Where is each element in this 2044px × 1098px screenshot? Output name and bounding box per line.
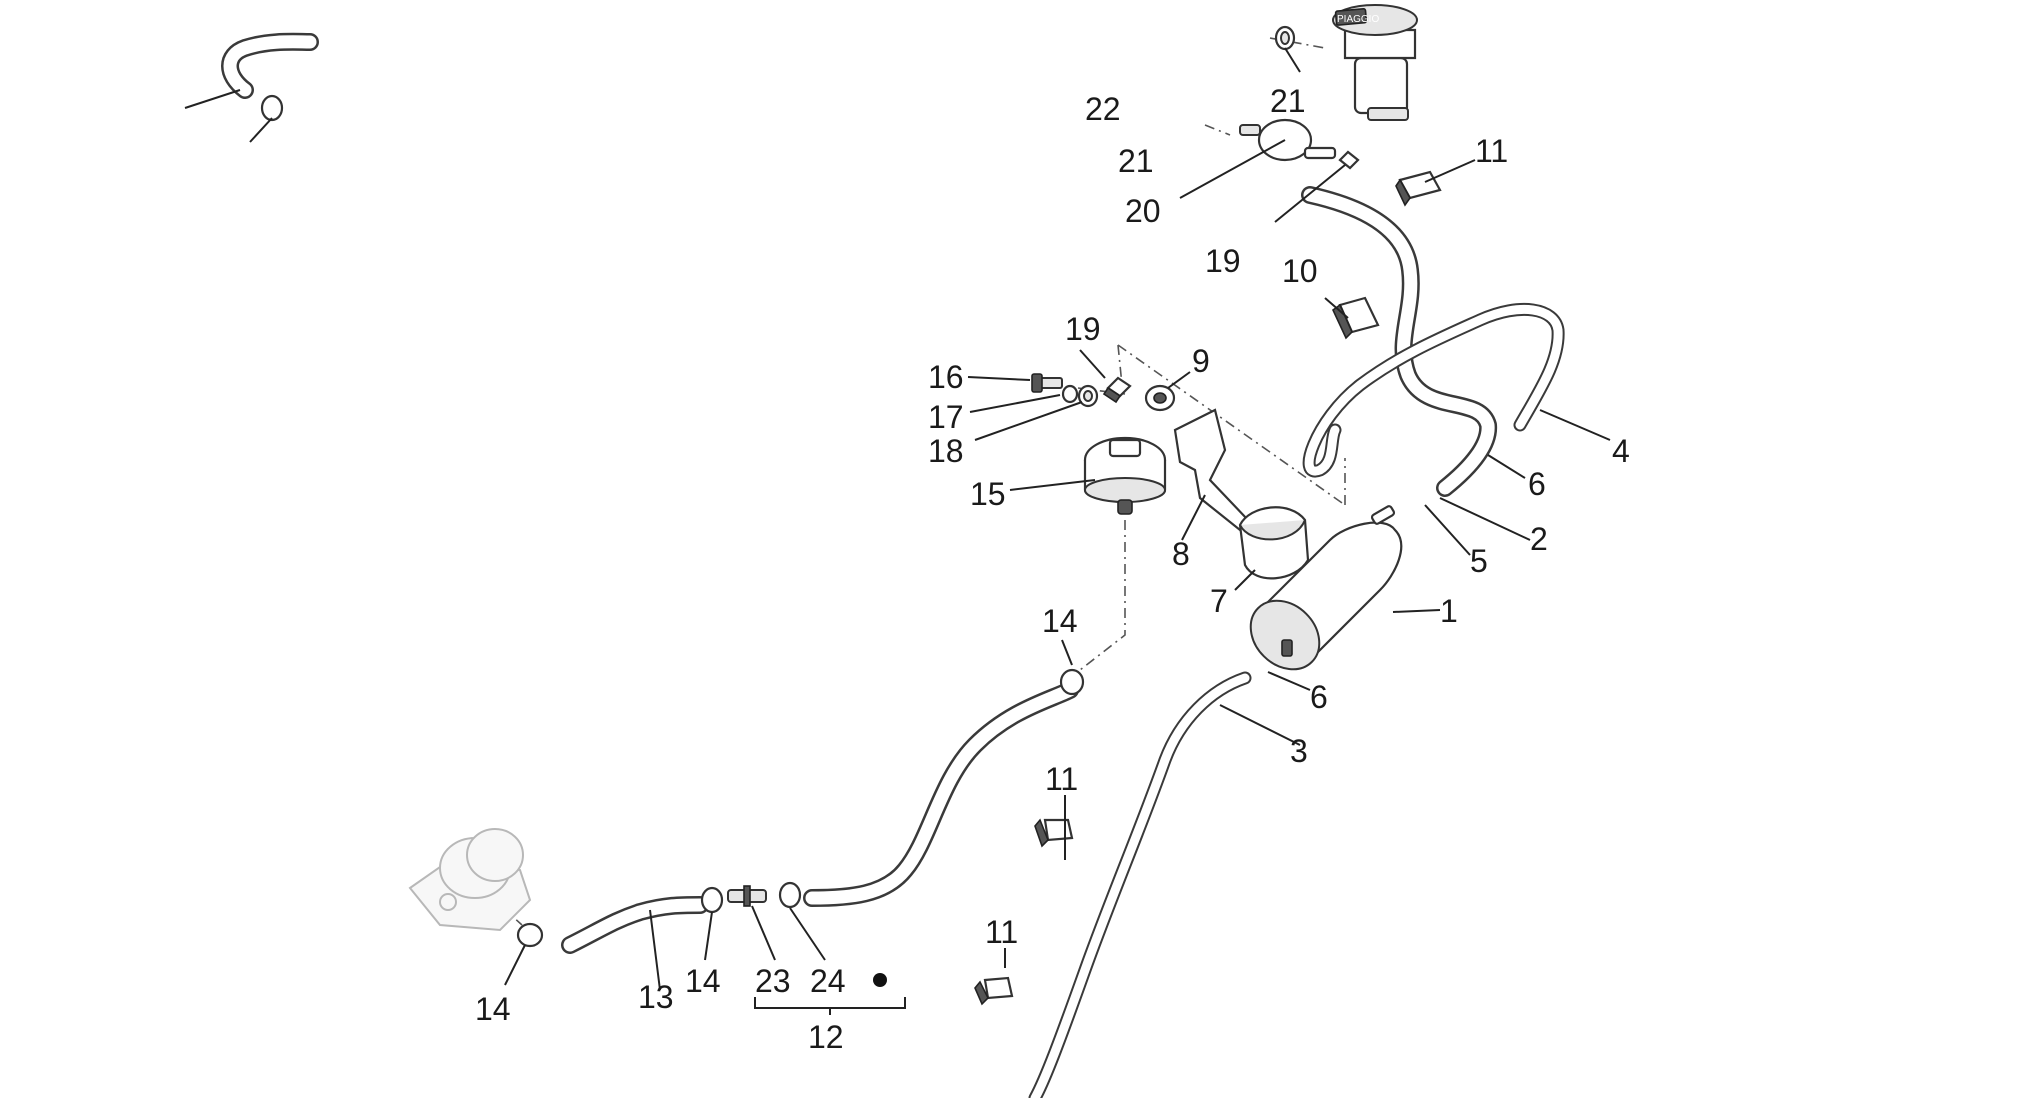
screw-16 (1031, 373, 1063, 393)
clamp-14-left (516, 922, 544, 948)
hose-4 (1302, 302, 1565, 478)
fitting-23 (727, 885, 767, 907)
label-14-left: 14 (475, 991, 511, 1027)
tank-cap: PIAGGIO (1332, 4, 1418, 121)
cap-brand-text: PIAGGIO (1337, 14, 1379, 25)
hose-13 (561, 896, 709, 954)
clamp-9 (1144, 384, 1176, 412)
label-11-upper: 11 (1475, 133, 1508, 169)
clip-10 (1331, 296, 1380, 340)
label-11-middle: 11 (1045, 761, 1078, 797)
hose-2 (1301, 186, 1498, 497)
label-19-upper: 19 (1205, 243, 1241, 279)
label-9: 9 (1192, 343, 1210, 379)
label-3: 3 (1290, 733, 1308, 769)
clamp-21-lower (260, 94, 284, 122)
bullet-dot (873, 973, 887, 987)
canister-15 (1083, 436, 1167, 515)
label-8: 8 (1172, 536, 1190, 572)
clamp-14-upper (1059, 668, 1085, 696)
assembly-lines (499, 37, 1346, 926)
label-11-lower: 11 (985, 914, 1018, 950)
clip-11-lower (974, 976, 1014, 1006)
part-labels: 1 2 3 4 5 6 6 7 8 9 10 11 11 11 12 13 14… (475, 83, 1630, 1055)
label-13: 13 (638, 979, 674, 1015)
label-6-upper: 6 (1528, 466, 1546, 502)
label-1: 1 (1440, 593, 1458, 629)
label-2: 2 (1530, 521, 1548, 557)
washer-17 (1061, 384, 1079, 404)
leader-lines (184, 47, 1611, 1015)
label-7: 7 (1210, 583, 1228, 619)
label-24: 24 (810, 963, 846, 999)
clip-19-lower (1102, 376, 1132, 404)
label-12: 12 (808, 1019, 844, 1055)
label-21-upper: 21 (1270, 83, 1306, 119)
hose-3 (1028, 671, 1252, 1098)
label-21-lower: 21 (1118, 143, 1154, 179)
clamp-21-upper (1274, 25, 1296, 51)
label-23: 23 (755, 963, 791, 999)
clip-11-middle (1034, 818, 1074, 848)
filter-1 (1249, 505, 1403, 671)
bracket-8 (1173, 408, 1250, 532)
strap-7 (1238, 506, 1310, 580)
clip-19-upper (1338, 150, 1360, 170)
clip-11-upper (1395, 170, 1442, 207)
label-6-lower: 6 (1310, 679, 1328, 715)
label-16: 16 (928, 359, 964, 395)
label-17: 17 (928, 399, 964, 435)
valve-20 (1239, 118, 1337, 162)
hose-22 (221, 32, 319, 99)
label-14-middle: 14 (685, 963, 721, 999)
label-4: 4 (1612, 433, 1630, 469)
clamp-14-middle (700, 886, 724, 914)
label-5: 5 (1470, 543, 1488, 579)
label-19-lower: 19 (1065, 311, 1101, 347)
hose-12 (803, 681, 1079, 907)
label-20: 20 (1125, 193, 1161, 229)
label-22: 22 (1085, 91, 1121, 127)
label-10: 10 (1282, 253, 1318, 289)
label-18: 18 (928, 433, 964, 469)
label-14-upper: 14 (1042, 603, 1078, 639)
label-15: 15 (970, 476, 1006, 512)
washer-18 (1077, 384, 1099, 408)
clamp-24 (778, 881, 802, 909)
throttle-body (408, 828, 532, 932)
